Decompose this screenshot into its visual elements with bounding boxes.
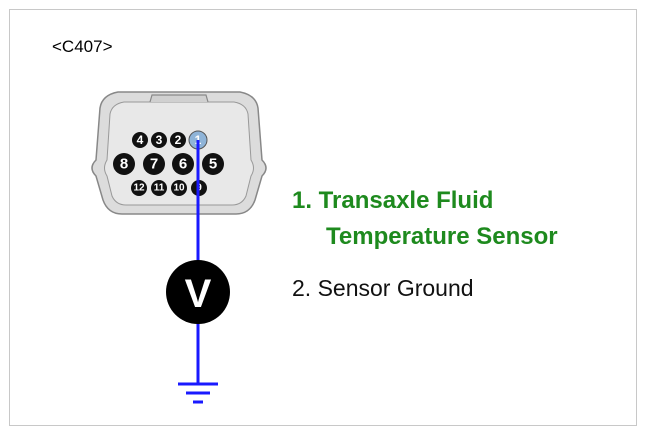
pin-4 [132, 132, 148, 148]
pin-row-middle: 8 7 6 5 [113, 153, 224, 175]
legend-item-1-line2: Temperature Sensor [326, 223, 558, 250]
legend-item-2: 2. Sensor Ground [292, 275, 474, 301]
pin-10-label: 10 [173, 183, 185, 194]
ground-icon [178, 382, 218, 404]
pin-7 [143, 153, 165, 175]
pin-6-label: 6 [179, 156, 187, 173]
pin-8 [113, 153, 135, 175]
pin-7-label: 7 [150, 156, 158, 173]
pin-5 [202, 153, 224, 175]
connector-label: <C407> [52, 37, 113, 56]
pin-4-label: 4 [137, 133, 144, 147]
pin-2 [170, 132, 186, 148]
pin-8-label: 8 [120, 156, 128, 173]
legend-item-1-line1: 1. Transaxle Fluid [292, 187, 494, 214]
voltmeter-icon: V [166, 260, 230, 324]
pin-2-label: 2 [175, 133, 182, 147]
pin-12-label: 12 [133, 183, 145, 194]
pin-11-label: 11 [154, 183, 165, 194]
pin-3 [151, 132, 167, 148]
pin-12 [131, 180, 147, 196]
diagram-frame [9, 9, 637, 426]
pin-10 [171, 180, 187, 196]
pin-6 [172, 153, 194, 175]
pin-3-label: 3 [156, 133, 163, 147]
pin-5-label: 5 [209, 156, 217, 173]
connector-housing [91, 91, 267, 215]
voltmeter-symbol: V [185, 272, 212, 316]
legend-item-1: 1. Transaxle Fluid Temperature Sensor [292, 183, 632, 255]
pin-11 [151, 180, 167, 196]
